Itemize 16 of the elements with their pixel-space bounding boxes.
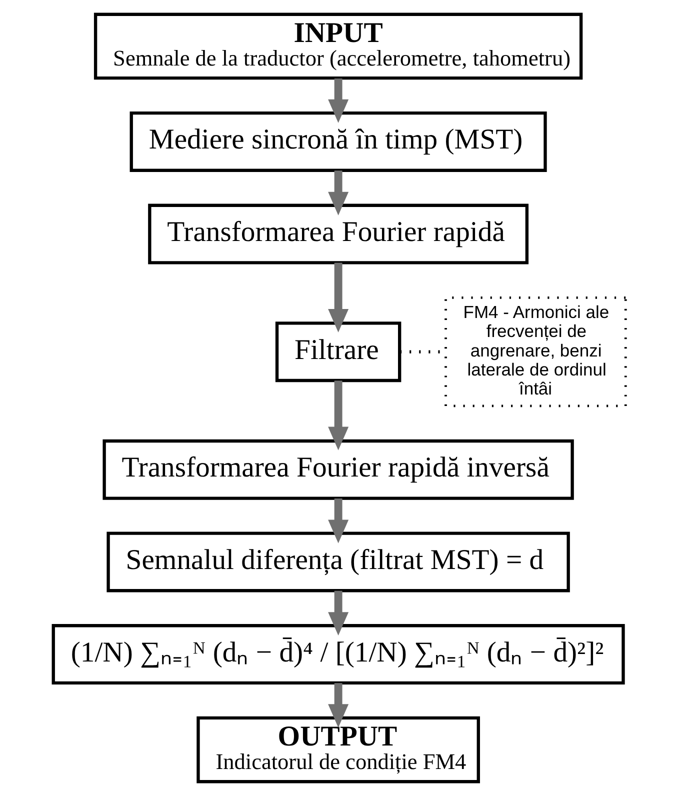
node-box: Filtrare (274, 322, 401, 382)
arrow (328, 590, 348, 636)
node-box: OUTPUT Indicatorul de condiție FM4 (196, 716, 480, 784)
node-box: Transformarea Fourier rapidă (148, 204, 528, 264)
node-box: INPUT Semnale de la traductor (accelerometre, tahometru) (93, 12, 582, 80)
arrow (328, 262, 348, 332)
node-box: (1/N) ∑ₙ₌₁ᴺ (dₙ − d̄)⁴ / [(1/N) ∑ₙ₌₁ᴺ (dₙ − d̄)²]² (51, 624, 624, 685)
node-box: Mediere sincronă în timp (MST) (129, 111, 546, 172)
arrow (328, 78, 348, 123)
arrow (328, 498, 348, 544)
node-box: Semnalul diferența (filtrat MST) = d (106, 532, 570, 592)
arrow (328, 380, 348, 450)
node-box: FM4 - Armonici ale frecvenței de angrenare, benzi laterale de ordinul întâi (444, 296, 626, 408)
arrow (328, 683, 348, 728)
node-box: Transformarea Fourier rapidă inversă (102, 439, 574, 500)
arrow (328, 170, 348, 216)
